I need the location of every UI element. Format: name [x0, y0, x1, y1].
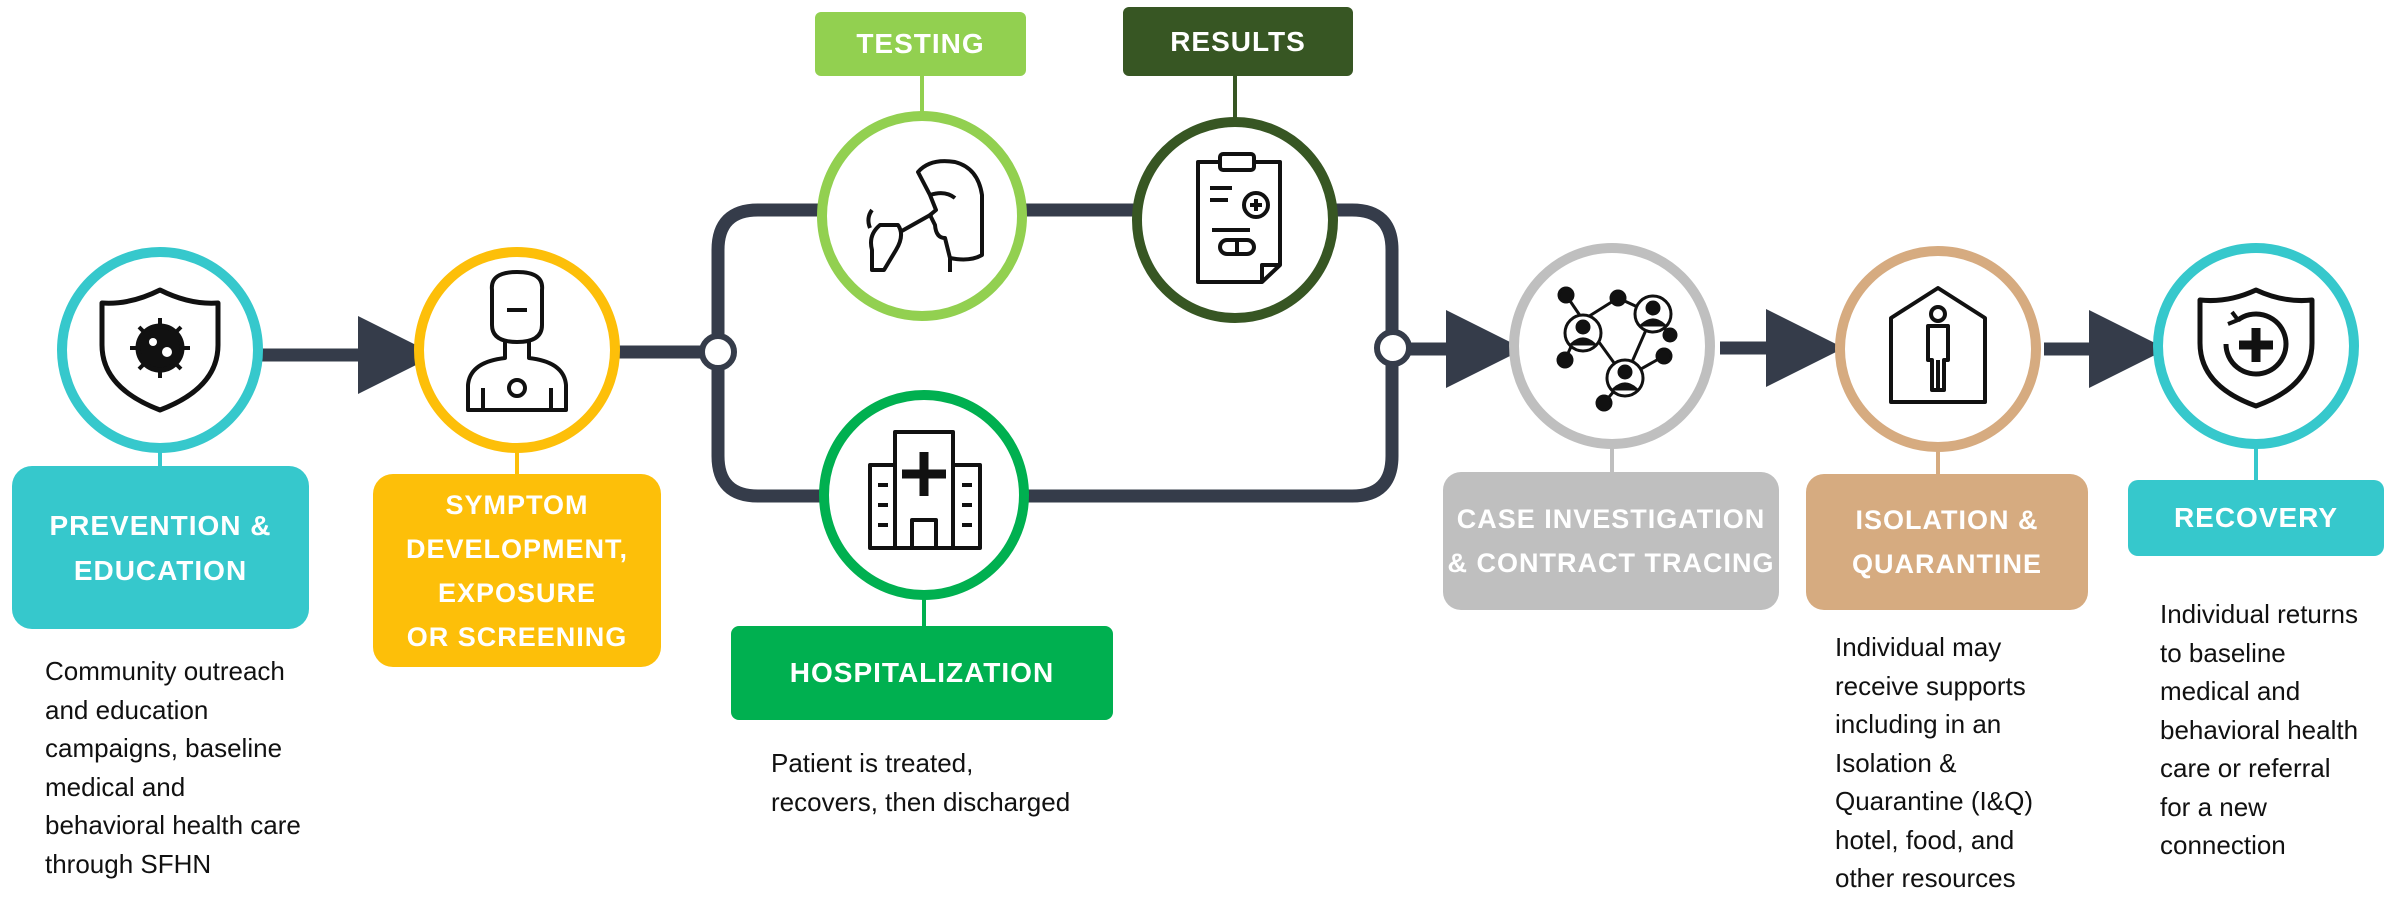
split-junction-node [699, 333, 737, 371]
branch-path-top [711, 203, 1399, 359]
isolation-circle [1835, 246, 2041, 452]
hospitalization-description: Patient is treated, recovers, then disch… [771, 748, 1071, 817]
results-circle [1132, 117, 1338, 323]
results-label: RESULTS [1123, 7, 1353, 76]
prevention-label: PREVENTION & EDUCATION [12, 466, 309, 629]
case-label: CASE INVESTIGATION & CONTRACT TRACING [1443, 472, 1779, 610]
case-circle [1509, 243, 1715, 449]
hospital-icon [868, 430, 982, 550]
person-in-house-icon [1889, 286, 1987, 404]
testing-label: TESTING [815, 12, 1026, 76]
isolation-description: Individual may receive supports includin… [1835, 632, 2033, 893]
shield-plus-icon [2197, 287, 2315, 409]
clipboard-icon [1196, 152, 1282, 284]
recovery-description: Individual returns to baseline medical a… [2160, 599, 2359, 860]
connectors [262, 203, 2167, 503]
branch-path-bottom [711, 341, 1399, 503]
testing-circle [817, 111, 1027, 321]
network-people-icon [1556, 286, 1678, 412]
virus-shield-icon [99, 287, 221, 413]
hospitalization-label: HOSPITALIZATION [731, 626, 1113, 720]
merge-junction-node [1374, 329, 1412, 367]
nasal-swab-icon [866, 159, 984, 272]
symptom-label: SYMPTOM DEVELOPMENT, EXPOSURE OR SCREENI… [373, 474, 661, 667]
sick-person-icon [466, 270, 568, 412]
symptom-circle [414, 247, 620, 453]
prevention-description: Community outreach and education campaig… [45, 656, 301, 879]
recovery-label: RECOVERY [2128, 480, 2384, 556]
isolation-label: ISOLATION & QUARANTINE [1806, 474, 2088, 610]
